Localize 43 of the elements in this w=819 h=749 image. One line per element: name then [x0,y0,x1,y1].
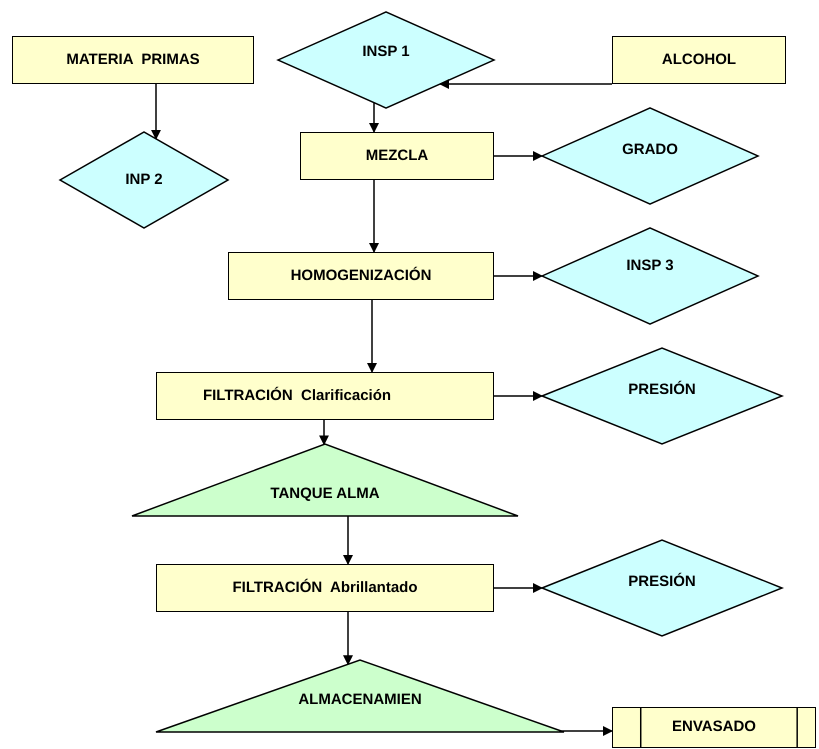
arrow [151,84,161,140]
process-box [300,132,494,180]
decision-diamond [542,540,782,636]
node-label: TANQUE ALMA [270,484,380,504]
process-box [156,372,494,420]
process-box [156,564,494,612]
node-label: ENVASADO [672,717,756,738]
node-label: FILTRACIÓN Clarificación [202,386,392,406]
decision-diamond [542,108,758,204]
node-label: PRESIÓN [628,380,696,400]
arrow [494,271,543,281]
arrow [494,391,543,401]
node-label: INSP 3 [626,256,674,276]
arrow [439,79,612,89]
arrow [494,583,543,593]
node-label: MATERIA PRIMAS [66,50,200,70]
node-label: GRADO [622,140,678,160]
arrow [319,420,329,446]
arrow [343,516,353,565]
arrow [367,300,377,373]
storage-triangle [156,660,564,732]
predefined-process-box [612,707,816,748]
node-label: MEZCLA [366,146,428,166]
arrow [494,151,543,161]
decision-diamond [542,228,758,324]
arrow [561,726,613,736]
arrow [343,612,353,666]
decision-diamond [60,132,228,228]
node-label: INP 2 [125,170,163,190]
node-label: ALCOHOL [662,50,736,70]
storage-triangle [132,444,518,516]
node-label: ALMACENAMIEN [298,690,422,710]
decision-diamond [542,348,782,444]
process-box [228,252,494,300]
node-label: PRESIÓN [628,572,696,592]
arrow [369,180,379,253]
process-box [612,36,786,84]
decision-diamond [278,12,494,108]
node-label: INSP 1 [362,42,410,62]
process-box [12,36,254,84]
node-label: FILTRACIÓN Abrillantado [232,578,418,598]
arrow [369,102,379,133]
node-label: HOMOGENIZACIÓN [290,266,432,286]
